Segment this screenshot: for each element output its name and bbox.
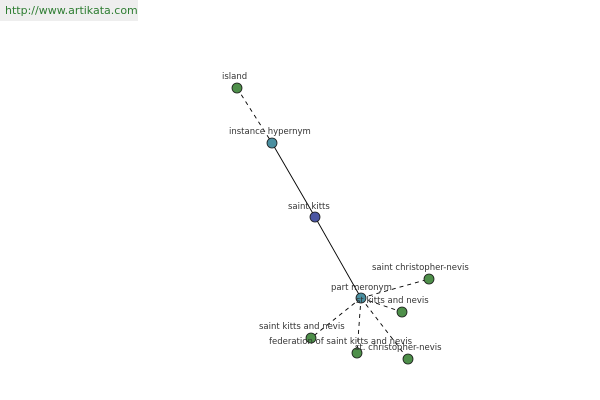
- label-layer: island instance hypernym saint kitts part m…: [222, 72, 469, 353]
- node-label-st-kitts-and-nevis: st kitts and nevis: [356, 296, 429, 306]
- node-label-st-christopher-nevis: st. christopher-nevis: [355, 343, 442, 353]
- node-st-kitts-and-nevis[interactable]: [396, 306, 408, 318]
- node-label-part-meronym: part meronym: [331, 283, 392, 293]
- edge-island-instance_hypernym: [236, 87, 273, 144]
- edge-layer: [236, 87, 430, 360]
- node-label-saint-christopher-nevis: saint christopher-nevis: [372, 263, 469, 273]
- node-part-meronym[interactable]: [355, 292, 367, 304]
- url-banner: http://www.artikata.com: [0, 0, 138, 21]
- node-saint-kitts-and-nevis[interactable]: [305, 332, 317, 344]
- node-label-instance-hypernym: instance hypernym: [229, 127, 311, 137]
- node-label-saint-kitts-and-nevis: saint kitts and nevis: [259, 322, 345, 332]
- node-label-island: island: [222, 72, 247, 82]
- node-saint-kitts[interactable]: [309, 211, 321, 223]
- site-url[interactable]: http://www.artikata.com: [5, 4, 138, 17]
- node-saint-christopher-nevis[interactable]: [423, 273, 435, 285]
- node-label-federation: federation of saint kitts and nevis: [269, 337, 413, 347]
- edge-part_meronym-saint_christopher_nevis: [360, 278, 430, 299]
- edge-part_meronym-saint_kitts_and_nevis: [310, 297, 362, 339]
- edge-instance_hypernym-saint_kitts: [271, 142, 316, 218]
- node-federation[interactable]: [351, 347, 363, 359]
- node-instance-hypernym[interactable]: [266, 137, 278, 149]
- node-label-saint-kitts: saint kitts: [288, 202, 330, 212]
- edge-part_meronym-st_christopher_nevis: [360, 297, 409, 360]
- node-layer: [231, 82, 435, 365]
- edge-part_meronym-federation: [356, 297, 362, 354]
- node-island[interactable]: [231, 82, 243, 94]
- edge-saint_kitts-part_meronym: [314, 216, 362, 299]
- node-st-christopher-nevis[interactable]: [402, 353, 414, 365]
